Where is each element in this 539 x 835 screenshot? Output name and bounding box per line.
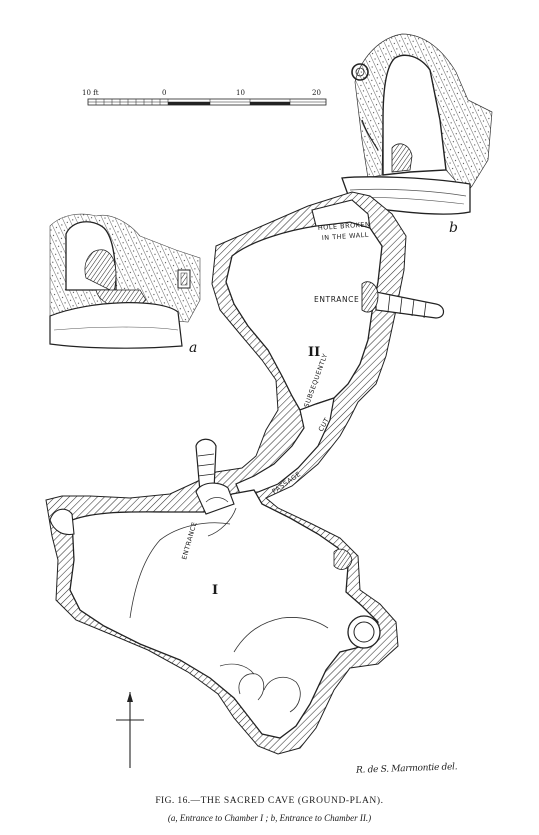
label-chamber-two: II xyxy=(308,345,320,360)
inset-a-label: a xyxy=(189,340,197,356)
passage-subsequently-cut xyxy=(235,397,335,495)
figure-number: FIG. 16. xyxy=(155,796,191,806)
scale-tick-10: 10 xyxy=(236,89,245,97)
label-chamber-one: I xyxy=(212,583,218,598)
label-entrance-two: ENTRANCE xyxy=(314,295,359,304)
hole-broken-in-wall xyxy=(311,199,371,229)
label-hole-broken-line1: HOLE BROKEN xyxy=(318,220,371,232)
chamber-two-floor xyxy=(225,221,383,411)
north-arrow xyxy=(116,692,144,768)
entrance-two-tunnel xyxy=(375,291,445,319)
scale-bar: 10 ft 0 10 20 xyxy=(82,89,327,106)
cave-plan: HOLE BROKEN IN THE WALL ENTRANCE II SUBS… xyxy=(45,191,445,755)
label-hole-broken-line2: IN THE WALL xyxy=(322,231,370,242)
figure-caption-subtitle: (a, Entrance to Chamber I ; b, Entrance … xyxy=(167,813,372,823)
inset-a-entrance-chamber-one: a xyxy=(49,213,201,356)
scale-tick-20: 20 xyxy=(312,89,321,97)
figure-title: —THE SACRED CAVE (GROUND-PLAN). xyxy=(190,796,384,806)
scale-tick-0: 0 xyxy=(162,89,166,97)
inset-b-label: b xyxy=(449,220,458,236)
scale-tick-10ft: 10 ft xyxy=(82,89,99,97)
figure-caption-title: FIG. 16.—THE SACRED CAVE (GROUND-PLAN). xyxy=(0,796,539,806)
